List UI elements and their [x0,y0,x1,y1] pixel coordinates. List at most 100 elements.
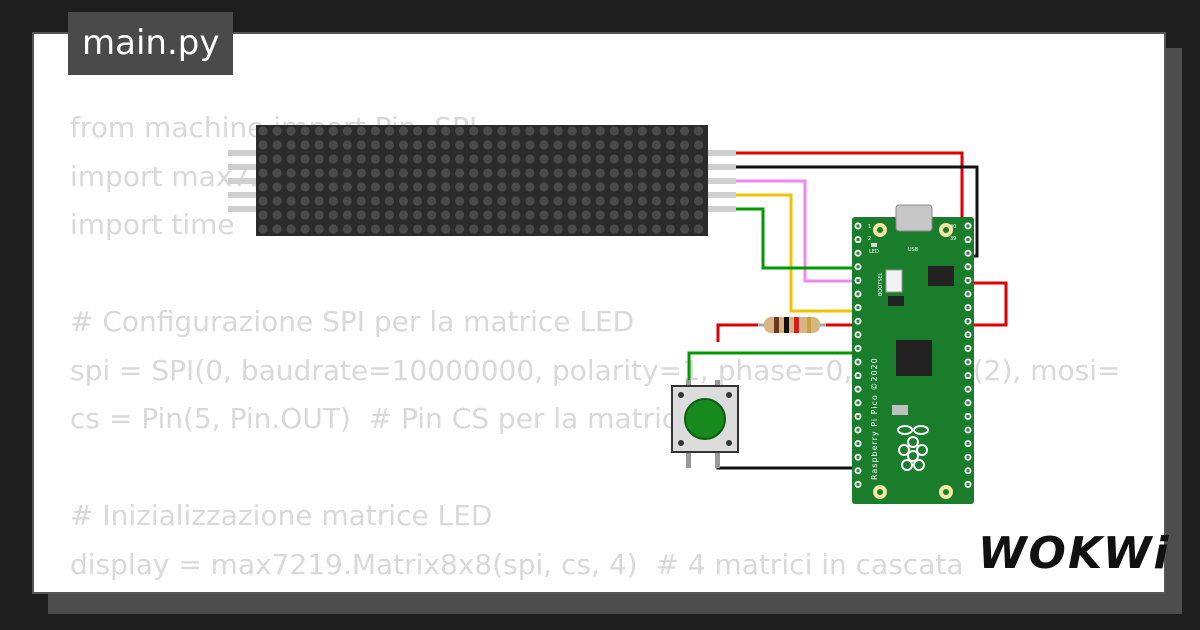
matrix-led [286,126,296,136]
matrix-pin [708,178,736,184]
matrix-led [581,224,591,234]
push-button[interactable] [671,380,739,468]
matrix-led [525,196,535,206]
pin-hole [856,346,860,350]
matrix-led [342,182,352,192]
matrix-led [525,210,535,220]
matrix-led [427,210,437,220]
matrix-led [651,224,662,234]
pin-2-label: 2 [868,236,871,242]
matrix-led [370,168,380,178]
matrix-led [623,168,633,178]
matrix-led [300,168,310,178]
matrix-led [286,154,296,164]
matrix-led [370,154,380,164]
pin-hole [856,319,860,323]
matrix-led [665,196,676,206]
matrix-led [427,182,437,192]
matrix-led [272,140,282,150]
pico-board[interactable]: LED USB 1 40 2 39 BOOTSEL Raspberry Pi P… [852,204,974,504]
resistor[interactable] [758,317,826,333]
matrix-led [300,154,310,164]
matrix-led [286,210,296,220]
matrix-led [441,126,451,136]
matrix-led [609,210,619,220]
matrix-led [679,196,690,206]
matrix-led [511,126,521,136]
matrix-led [258,224,268,234]
matrix-led [398,168,409,178]
filename-tab[interactable]: main.py [68,12,234,75]
regulator [892,405,908,415]
matrix-led [258,126,268,136]
matrix-led [384,126,395,136]
pin-hole [856,387,860,391]
pin-hole [966,251,970,255]
matrix-led [455,182,465,192]
matrix-led [384,154,395,164]
matrix-led [328,126,338,136]
pin-hole [966,278,970,282]
resistor-band [774,317,779,333]
matrix-led [651,196,662,206]
matrix-led [623,154,633,164]
matrix-led [412,168,423,178]
matrix-led [609,154,619,164]
matrix-pin [708,192,736,198]
resistor-body [764,317,820,333]
matrix-led [483,154,493,164]
filename-label: main.py [82,23,220,63]
matrix-led [567,154,577,164]
matrix-led [623,224,633,234]
usb-label: USB [908,247,919,253]
matrix-led [314,196,324,206]
matrix-led [525,168,535,178]
matrix-led [553,224,563,234]
resistor-band [794,317,799,333]
matrix-led [314,168,324,178]
code-preview: from machine import Pin, SPIimport max72… [70,104,1120,592]
matrix-led [497,210,507,220]
matrix-led [665,126,676,136]
button-cap[interactable] [684,398,726,440]
matrix-led [427,154,437,164]
matrix-led [427,126,437,136]
matrix-led [328,154,338,164]
matrix-led [553,154,563,164]
matrix-led [398,196,409,206]
led-matrix[interactable] [228,125,736,236]
matrix-led [342,210,352,220]
matrix-led [581,154,591,164]
matrix-led [595,140,605,150]
button-corner [726,392,732,398]
matrix-led [665,224,676,234]
wire-yellow-cs [736,193,862,313]
matrix-led [665,140,676,150]
matrix-led [567,224,577,234]
code-line: import time [70,208,235,241]
matrix-led [370,210,380,220]
matrix-led [637,224,647,234]
matrix-led [665,168,676,178]
matrix-pin [228,150,256,156]
matrix-led [693,210,704,220]
matrix-led [469,182,479,192]
matrix-led [539,126,549,136]
matrix-led [511,196,521,206]
matrix-led [511,168,521,178]
matrix-led [511,140,521,150]
matrix-led [258,140,268,150]
matrix-led [553,182,563,192]
matrix-led [398,182,409,192]
matrix-led [637,126,647,136]
matrix-led [665,210,676,220]
pin-hole [966,455,970,459]
matrix-led [412,140,423,150]
pin-hole [966,387,970,391]
matrix-led [398,224,409,234]
matrix-led [398,154,409,164]
pin-hole [966,374,970,378]
bootsel-button[interactable] [885,269,903,293]
matrix-pin [228,206,256,212]
pin-hole [966,333,970,337]
